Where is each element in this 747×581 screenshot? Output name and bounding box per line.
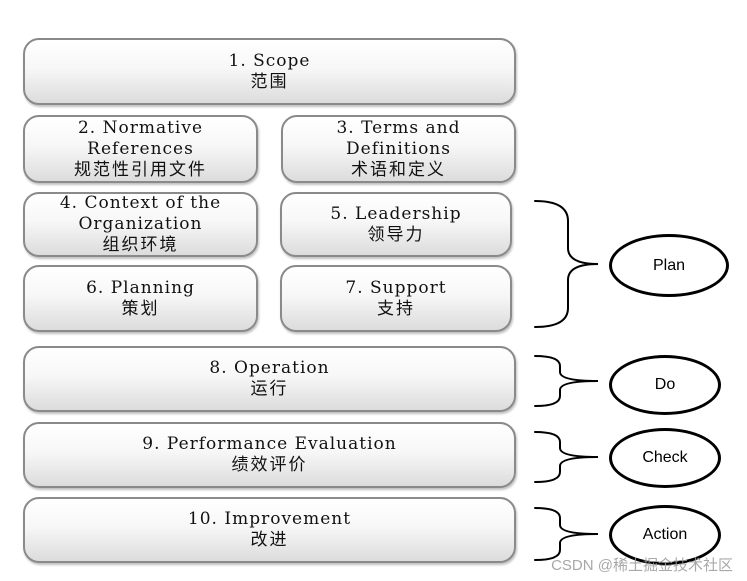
clause-planning-en: 6. Planning — [86, 277, 195, 298]
clause-leadership-zh: 领导力 — [367, 224, 425, 245]
clause-normative-references-en: 2. Normative References — [77, 117, 204, 159]
clause-performance-evaluation-en: 9. Performance Evaluation — [142, 434, 397, 454]
clause-terms-definitions-zh: 术语和定义 — [351, 159, 446, 180]
clause-operation-en: 8. Operation — [209, 358, 330, 378]
clause-normative-references-zh: 规范性引用文件 — [74, 159, 207, 180]
watermark: CSDN @稀土掘金技术社区 — [551, 557, 733, 574]
clause-improvement: 10. Improvement 改进 — [23, 497, 516, 563]
do-ellipse: Do — [609, 355, 721, 415]
clause-support-zh: 支持 — [377, 298, 415, 319]
brace-check — [534, 431, 599, 483]
plan-label: Plan — [652, 256, 686, 274]
clause-operation: 8. Operation 运行 — [23, 346, 516, 412]
action-ellipse: Action — [609, 505, 721, 565]
clause-leadership: 5. Leadership 领导力 — [280, 192, 512, 257]
brace-action — [534, 507, 599, 561]
clause-support-en: 7. Support — [345, 277, 447, 298]
action-label: Action — [642, 526, 688, 543]
clause-operation-zh: 运行 — [250, 379, 289, 399]
clause-performance-evaluation: 9. Performance Evaluation 绩效评价 — [23, 422, 516, 488]
check-label: Check — [642, 449, 688, 466]
brace-do — [534, 355, 599, 407]
plan-ellipse: Plan — [609, 234, 729, 297]
check-ellipse: Check — [609, 428, 721, 488]
brace-plan — [534, 200, 599, 328]
clause-terms-definitions-en: 3. Terms and Definitions — [336, 117, 461, 159]
clause-improvement-zh: 改进 — [250, 530, 289, 550]
clause-leadership-en: 5. Leadership — [330, 203, 462, 224]
clause-scope-en: 1. Scope — [228, 50, 311, 71]
clause-improvement-en: 10. Improvement — [187, 509, 352, 529]
do-label: Do — [654, 376, 676, 393]
clause-planning-zh: 策划 — [121, 298, 160, 319]
clause-terms-definitions: 3. Terms and Definitions 术语和定义 — [281, 115, 516, 183]
clause-scope-zh: 范围 — [250, 71, 289, 92]
clause-context-organization: 4. Context of the Organization 组织环境 — [23, 192, 258, 257]
clause-support: 7. Support 支持 — [280, 265, 512, 332]
clause-performance-evaluation-zh: 绩效评价 — [231, 455, 308, 475]
clause-normative-references: 2. Normative References 规范性引用文件 — [23, 115, 258, 183]
clause-scope: 1. Scope 范围 — [23, 38, 516, 105]
clause-context-organization-zh: 组织环境 — [102, 235, 179, 255]
clause-planning: 6. Planning 策划 — [23, 265, 258, 332]
clause-context-organization-en: 4. Context of the Organization — [59, 193, 222, 234]
